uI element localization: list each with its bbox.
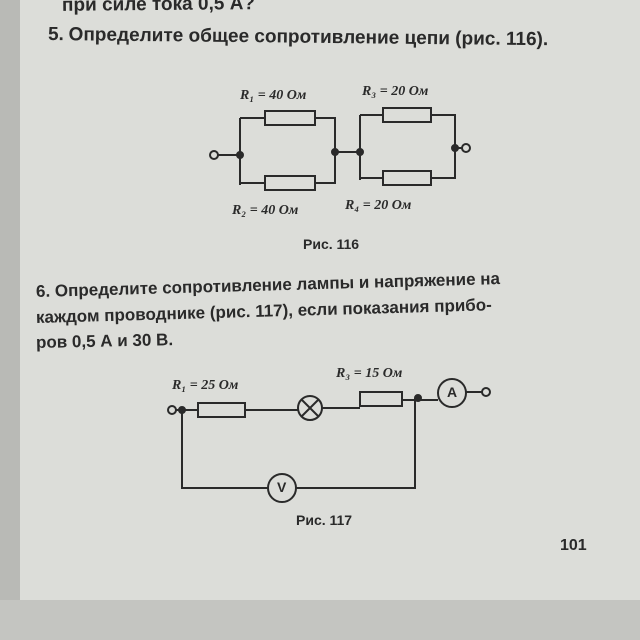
- page-edge: [0, 0, 20, 640]
- label-r3-fig117: R₃ = 15 Ом: [336, 366, 403, 381]
- resistor-r3: [382, 107, 432, 123]
- resistor-r2: [264, 175, 316, 191]
- resistor-r4: [382, 170, 432, 186]
- voltmeter-label: V: [277, 479, 287, 495]
- table-surface: [0, 600, 640, 640]
- voltmeter-icon: [267, 473, 297, 503]
- caption-116: Рис. 116: [303, 236, 360, 252]
- problem-6-number: 6.: [35, 281, 51, 301]
- terminal-right: [461, 143, 471, 153]
- resistor-r1: [264, 110, 316, 126]
- terminal-left: [209, 150, 219, 160]
- ammeter-label: A: [447, 384, 458, 400]
- resistor-r1-fig117: [197, 402, 246, 418]
- page-number: 101: [560, 537, 587, 554]
- label-r1-fig117: R₁ = 25 Ом: [172, 378, 239, 393]
- label-r3: R₃ = 20 Ом: [362, 84, 429, 99]
- label-r4: R₄ = 20 Ом: [345, 198, 412, 213]
- resistor-r3-fig117: [359, 391, 403, 407]
- textbook-page: [20, 0, 640, 600]
- label-r2: R₂ = 40 Ом: [232, 203, 299, 218]
- lamp-icon: [297, 395, 323, 421]
- problem-6-line-3: ров 0,5 А и 30 В.: [35, 330, 174, 352]
- ammeter-icon: [437, 378, 467, 408]
- caption-117: Рис. 117: [296, 512, 353, 528]
- figure-117-circuit: [167, 378, 491, 503]
- label-r1: R₁ = 40 Ом: [240, 88, 307, 103]
